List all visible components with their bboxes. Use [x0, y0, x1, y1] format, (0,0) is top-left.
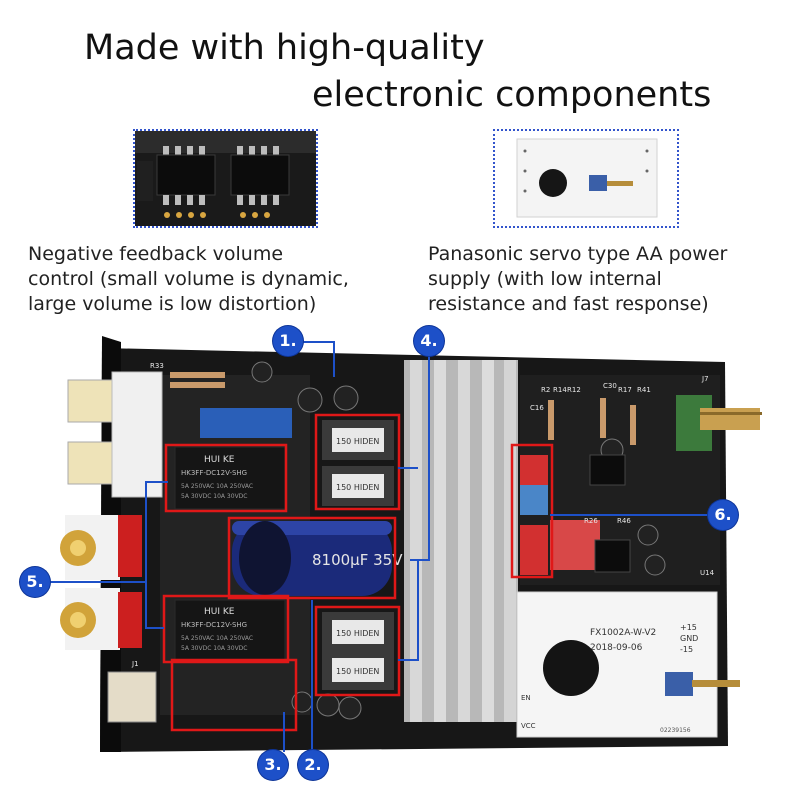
- board-designators: R33 R2 R14 R12 C30 R17 R41 J7 C16 U14 J1…: [131, 362, 715, 668]
- relay-rating-text: 5A 250VAC 10A 250VAC: [181, 635, 253, 642]
- opamp-chip: [589, 454, 626, 486]
- relay-rating-text: 5A 30VDC 10A 30VDC: [181, 645, 247, 652]
- dip-switch-bottom: [520, 525, 548, 575]
- callout-badge-2: 2.: [298, 750, 328, 780]
- callout-badge-4: 4.: [414, 326, 444, 356]
- relay-top: HUI KE HK3FF-DC12V-SHG 5A 250VAC 10A 250…: [174, 446, 286, 510]
- right-caption: Panasonic servo type AA power supply (wi…: [428, 242, 727, 317]
- right-caption-line: resistance and fast response): [428, 293, 709, 315]
- relay-bottom: HUI KE HK3FF-DC12V-SHG 5A 250VAC 10A 250…: [174, 599, 286, 661]
- module-minus-text: -15: [680, 645, 693, 654]
- capacitor-value-text: 8100μF 35V: [312, 551, 403, 569]
- designator-label: R14: [553, 386, 567, 394]
- servo-module-image: [495, 131, 677, 226]
- volume-potentiometer: [676, 395, 762, 451]
- left-caption-line: control (small volume is dynamic,: [28, 268, 349, 290]
- callout-badge-6: 6.: [708, 500, 738, 530]
- inductor-label: 150 HIDEN: [336, 483, 379, 492]
- relay-brand-text: HUI KE: [204, 455, 235, 465]
- designator-label: R46: [617, 517, 631, 525]
- highlight-main-capacitor: [227, 516, 397, 600]
- output-inductors: 150 HIDEN 150 HIDEN 150 HIDEN 150 HIDEN: [322, 420, 394, 690]
- headline-line-1: Made with high-quality: [84, 28, 485, 68]
- callout-badge-3: 3.: [258, 750, 288, 780]
- main-filter-capacitor: 8100μF 35V: [232, 521, 403, 596]
- dip-switch-selector: [550, 520, 600, 570]
- dip-switch-blue: [520, 485, 548, 515]
- relay-model-text: HK3FF-DC12V-SHG: [181, 469, 247, 477]
- opamp-chips-image: [135, 131, 316, 226]
- relay-brand-text: HUI KE: [204, 607, 235, 617]
- left-caption-line: Negative feedback volume: [28, 243, 284, 265]
- servo-inset-photo: [493, 129, 679, 228]
- right-caption-line: Panasonic servo type AA power: [428, 243, 728, 265]
- designator-label: R17: [618, 386, 632, 394]
- right-caption-line: supply (with low internal: [428, 268, 662, 290]
- servo-switch: [665, 672, 693, 696]
- module-plus-text: +15: [680, 623, 697, 632]
- callout-badge-1: 1.: [273, 326, 303, 356]
- module-name-text: FX1002A-W-V2: [590, 628, 656, 638]
- left-caption: Negative feedback volume control (small …: [28, 242, 349, 317]
- servo-shaft: [692, 680, 740, 687]
- designator-label: C16: [530, 404, 544, 412]
- designator-label: R33: [150, 362, 164, 370]
- heatsink: [404, 360, 518, 722]
- module-serial-text: 02239156: [660, 727, 691, 734]
- designator-label: R12: [567, 386, 581, 394]
- dc-power-jack: [107, 671, 157, 723]
- inductor-label: 150 HIDEN: [336, 667, 379, 676]
- speaker-binding-posts: [60, 515, 142, 650]
- highlight-switches: [510, 443, 554, 579]
- headline-line-2: electronic components: [312, 75, 712, 115]
- opamp-chip: [594, 539, 631, 573]
- rca-input-jacks: [67, 371, 163, 498]
- highlight-inductors-bottom: [314, 605, 401, 697]
- relay-rating-text: 5A 250VAC 10A 250VAC: [181, 483, 253, 490]
- designator-label: C30: [603, 382, 617, 390]
- highlight-inductors-top: [314, 413, 401, 511]
- callout-badge-5: 5.: [20, 567, 50, 597]
- designator-label: J1: [131, 660, 139, 668]
- module-gnd-text: GND: [680, 634, 698, 643]
- relay-rating-text: 5A 30VDC 10A 30VDC: [181, 493, 247, 500]
- servo-capacitor: [543, 640, 599, 696]
- resistors: [170, 372, 636, 445]
- opamp-inset-photo: [133, 129, 318, 228]
- inductor-label: 150 HIDEN: [336, 629, 379, 638]
- designator-label: R41: [637, 386, 651, 394]
- highlight-dc-jack: [170, 658, 298, 732]
- designator-label: R26: [584, 517, 598, 525]
- relay-model-text: HK3FF-DC12V-SHG: [181, 621, 247, 629]
- designator-label: U14: [700, 569, 715, 577]
- dip-switch-top: [520, 455, 548, 485]
- callout-leader-lines: [50, 341, 712, 752]
- module-vcc-text: VCC: [521, 722, 536, 730]
- film-capacitor: [200, 408, 292, 438]
- module-en-text: EN: [521, 694, 531, 702]
- inductor-label: 150 HIDEN: [336, 437, 379, 446]
- highlight-boxes: [162, 413, 554, 732]
- highlight-relay-top: [164, 443, 288, 513]
- module-date-text: 2018-09-06: [590, 643, 643, 653]
- servo-module: FX1002A-W-V2 2018-09-06 +15 GND -15 EN V…: [516, 591, 740, 738]
- designator-label: R2: [541, 386, 550, 394]
- designator-label: J7: [701, 375, 709, 383]
- left-caption-line: large volume is low distortion): [28, 293, 317, 315]
